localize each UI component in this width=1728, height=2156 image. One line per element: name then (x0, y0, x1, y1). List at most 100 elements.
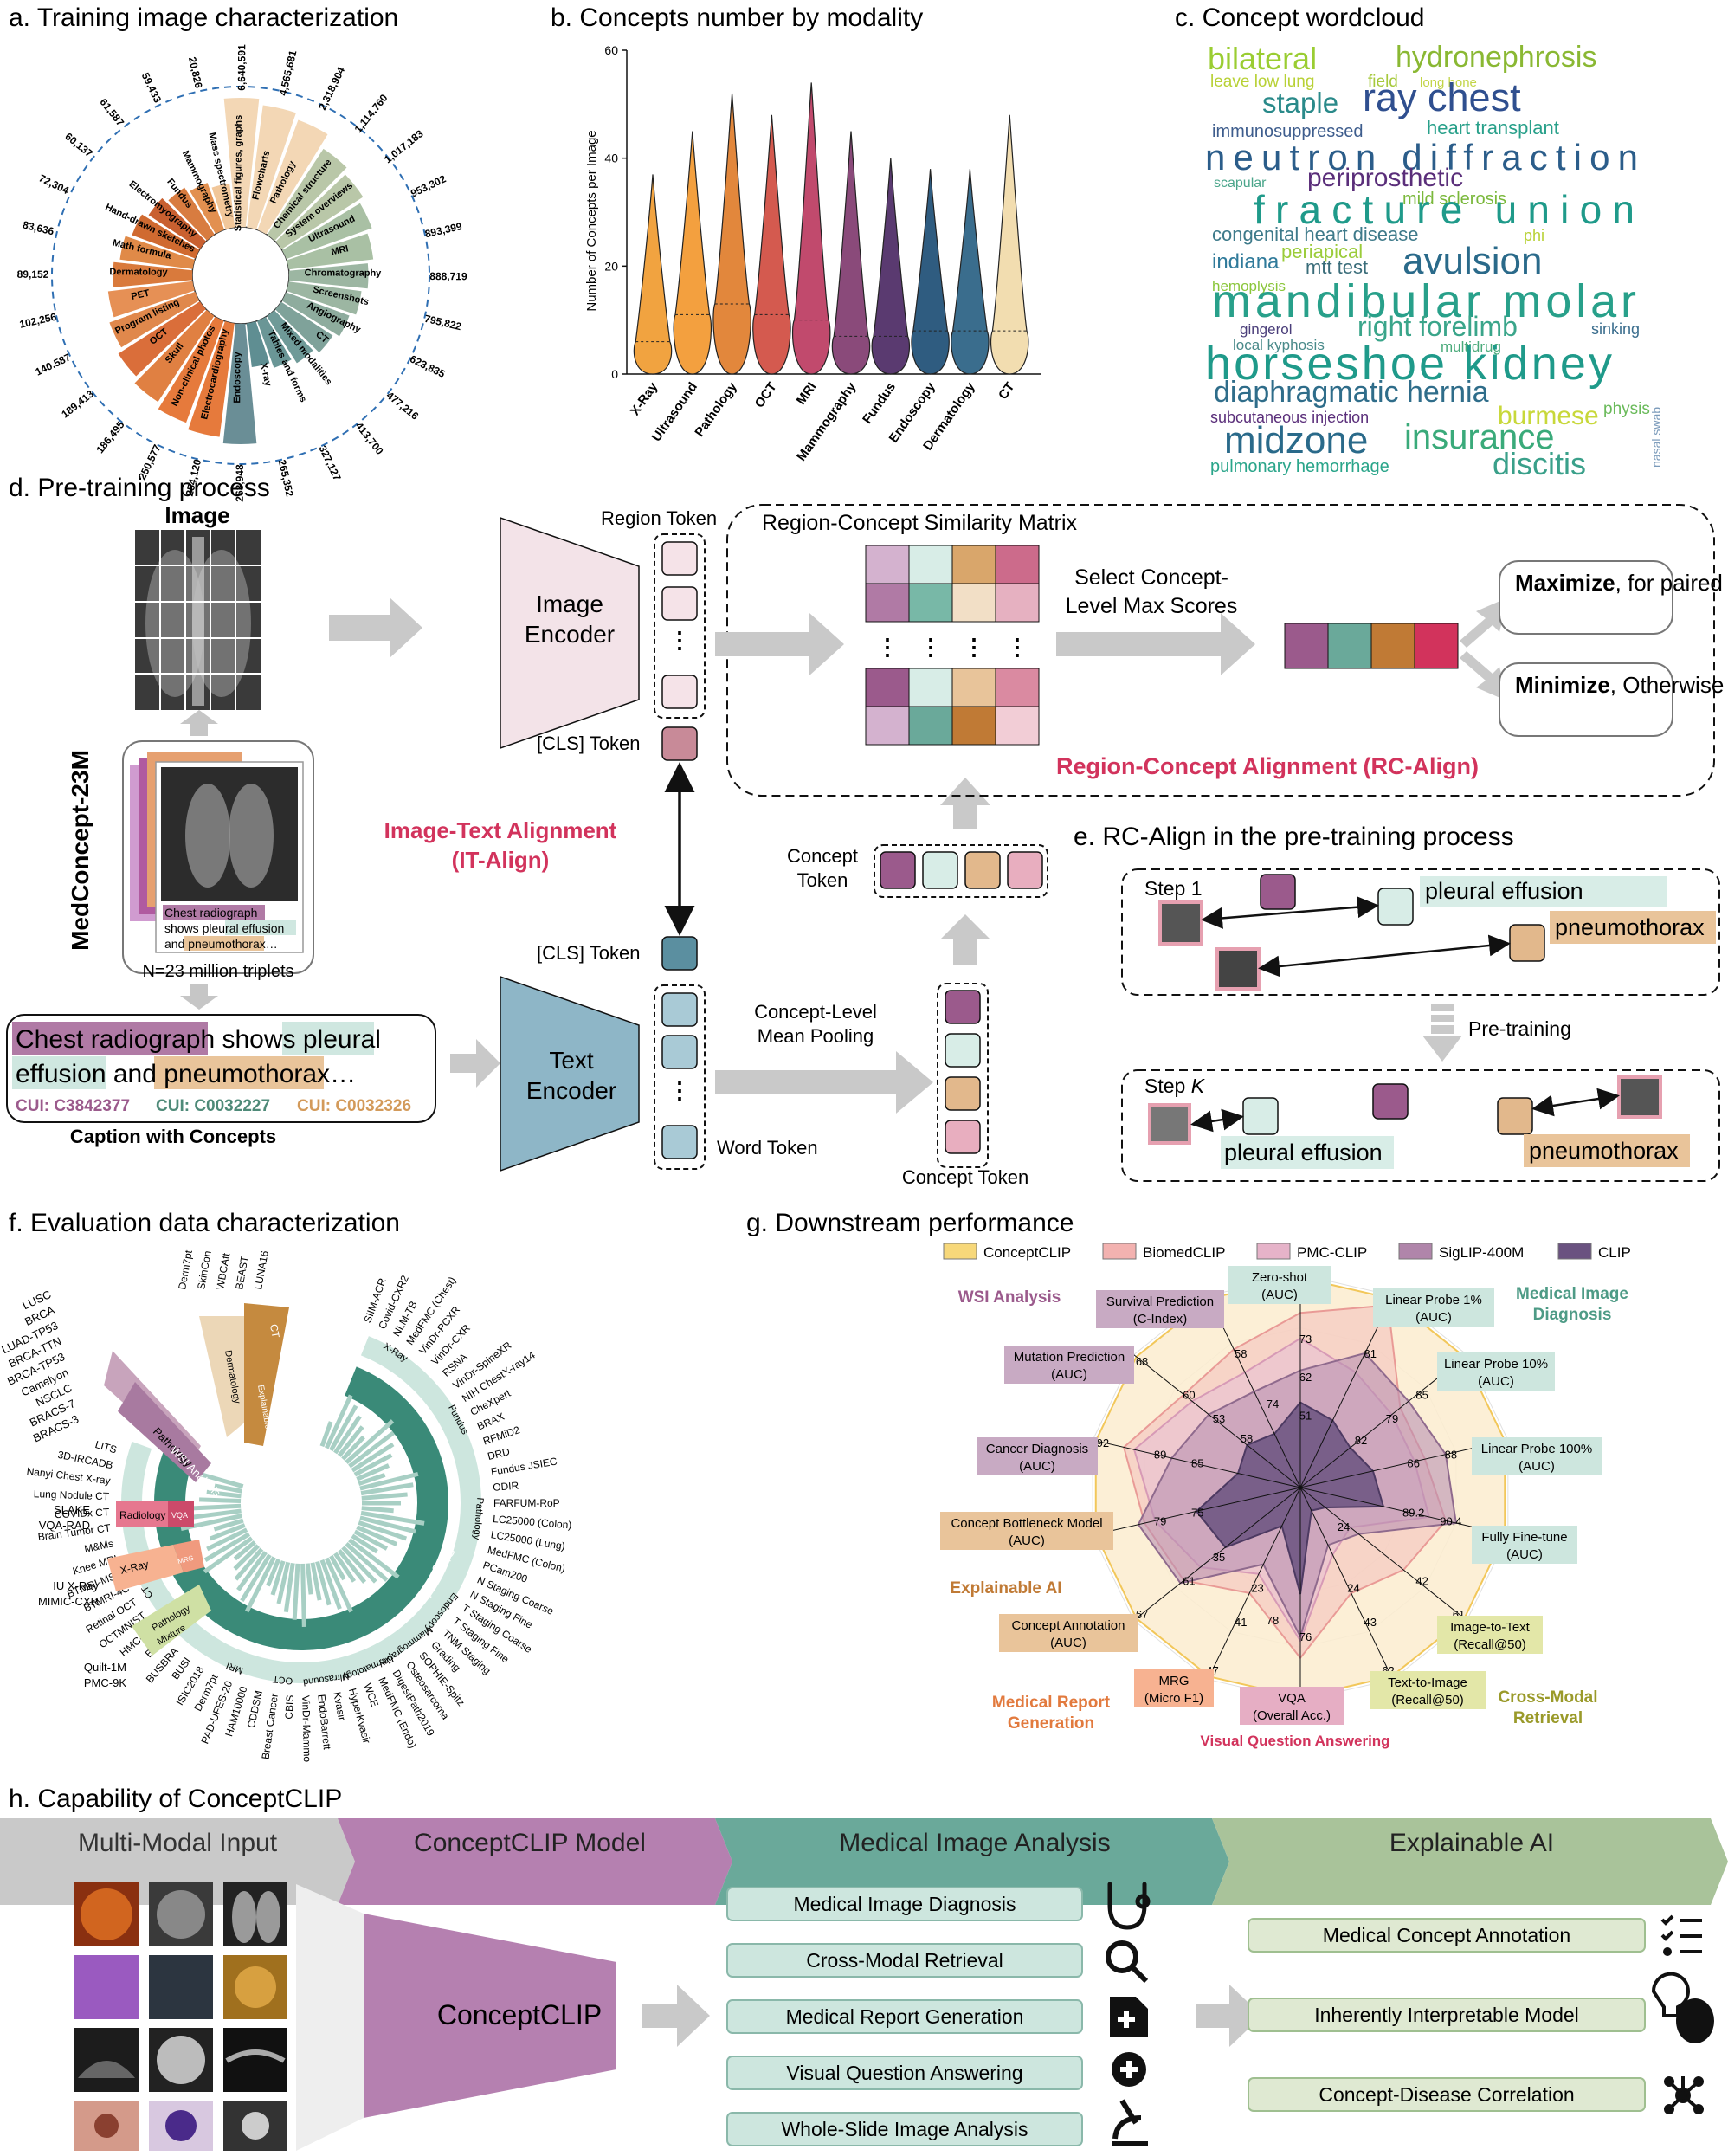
word: local kyphosis (1233, 337, 1325, 353)
dataset-bar (329, 1404, 358, 1452)
vqa-tag (168, 1501, 194, 1527)
axis-label-box (1373, 1288, 1494, 1327)
pleural-label-1: pleural effusion (1425, 878, 1583, 904)
svg-text:⋮: ⋮ (668, 627, 691, 653)
panel-e: e. RC-Align in the pre-training process … (1074, 823, 1720, 1182)
dataset-bar (266, 1558, 281, 1587)
model-label: ConceptCLIP (437, 1999, 602, 2030)
violin-mammography (831, 131, 871, 375)
checklist-icon (1660, 1914, 1702, 1956)
dataset-bar (292, 1563, 300, 1620)
card-line-1: Chest radiograph (164, 906, 257, 920)
analysis-item (726, 1999, 1083, 2034)
region-patch-a (1158, 900, 1203, 946)
axis-inner-tick: 75 (1191, 1506, 1203, 1519)
axis-label: (Micro F1) (1144, 1691, 1203, 1706)
xai-dataset: WBCAtt (214, 1251, 232, 1290)
word: midzone (1224, 419, 1368, 462)
dataset-bar (233, 1540, 256, 1561)
violin-oct (752, 114, 791, 375)
dataset-bar (360, 1482, 414, 1496)
violin-pathology (712, 93, 751, 375)
y-tick-label: 20 (604, 259, 618, 273)
rose-bar (247, 105, 296, 229)
dataset-bar (359, 1515, 416, 1534)
dataset-bar (341, 1435, 365, 1461)
axis-inner-tick: 76 (1299, 1630, 1312, 1643)
word: sinking (1591, 320, 1640, 338)
dataset-bar (333, 1415, 362, 1455)
dataset-bar (206, 1527, 248, 1552)
axis-max-tick: 68 (1136, 1355, 1148, 1368)
minimize-box (1499, 662, 1673, 737)
text-encoder-label-1: Text (549, 1047, 594, 1074)
rose-count-label: 413,700 (353, 420, 386, 457)
dataset-bar (213, 1518, 244, 1532)
dataset-bar (209, 1523, 246, 1541)
region-token-frame (654, 533, 706, 719)
axis-inner-tick: 74 (1267, 1398, 1279, 1410)
dataset-label: CBIS (282, 1694, 296, 1720)
stage-model (338, 1818, 732, 1905)
axis-label: MRG (1159, 1674, 1190, 1688)
rose-bar (281, 292, 350, 337)
panel-b-title: b. Concepts number by modality (551, 3, 923, 32)
xai-outer (199, 1316, 248, 1437)
stage-label: Explainable AI (1389, 1829, 1554, 1857)
axis-inner-tick: 24 (1338, 1520, 1350, 1533)
rose-bar (118, 301, 206, 377)
group-diagnosis: Medical Image (1516, 1285, 1628, 1303)
dataset-frame (122, 740, 314, 974)
rose-category-label: Dermatology (109, 267, 168, 277)
text-cls-token-label: [CLS] Token (537, 942, 640, 964)
caption-line-2: effusion and pneumothorax… (16, 1060, 356, 1088)
concept-token (945, 990, 981, 1024)
input-thumbnails (74, 1882, 287, 2151)
dataset-bar (185, 1508, 242, 1520)
caption-line-1: Chest radiograph shows pleural (16, 1025, 381, 1054)
dataset-bar (319, 1421, 333, 1448)
radar-spoke (1093, 1439, 1301, 1488)
axis-inner-tick: 53 (1213, 1412, 1225, 1425)
dataset-bar (337, 1425, 364, 1457)
concept-token (945, 1120, 981, 1154)
text-encoder-label-2: Encoder (526, 1077, 616, 1104)
stage-label: ConceptCLIP Model (414, 1829, 646, 1857)
stethoscope-icon (1107, 1882, 1151, 1930)
image-encoder-label-1: Image (536, 591, 603, 617)
word: insurance (1404, 418, 1554, 456)
axis-inner-tick: 85 (1415, 1389, 1428, 1402)
axis-label: Linear Probe 10% (1444, 1357, 1548, 1372)
rose-count-label: 263,948 (234, 464, 246, 502)
radar-chart: 84736251858187857989888691.690.489.26142… (940, 1266, 1628, 1749)
caption-frame (6, 1014, 436, 1123)
search-icon (1106, 1940, 1149, 1984)
rose-count-label: 795,822 (423, 313, 463, 333)
group-diagnosis: Diagnosis (1533, 1306, 1612, 1324)
stage-analysis (715, 1818, 1229, 1905)
y-axis-label: Number of Concepts per Image (584, 130, 599, 311)
panel-d: d. Pre-training process Image MedConcept… (6, 474, 1728, 1188)
word: mtt test (1306, 256, 1368, 278)
dataset-bar (324, 1557, 353, 1613)
cui-2: CUI: C0032227 (156, 1097, 270, 1115)
cmr-dataset: Quilt-1M (84, 1661, 126, 1674)
word: immunosuppressed (1212, 122, 1364, 141)
group-xai: Explainable AI (950, 1579, 1061, 1598)
matrix-title: Region-Concept Similarity Matrix (762, 511, 1078, 535)
rose-bar (148, 197, 207, 249)
dataset-bar (206, 1489, 242, 1499)
axis-inner-tick: 60 (1183, 1389, 1195, 1402)
rose-count-label: 893,399 (424, 220, 464, 240)
rose-bar (188, 321, 235, 437)
axis-label: (Recall@50) (1454, 1637, 1526, 1652)
rose-bar (246, 321, 270, 368)
analysis-item-label: Cross-Modal Retrieval (806, 1949, 1003, 1972)
axis-inner-tick: 82 (1355, 1434, 1367, 1447)
word: discitis (1493, 446, 1586, 481)
dataset-bar (348, 1430, 396, 1469)
dataset-label: VinDr-Mammo (300, 1695, 313, 1763)
word: hydronephrosis (1396, 41, 1596, 74)
